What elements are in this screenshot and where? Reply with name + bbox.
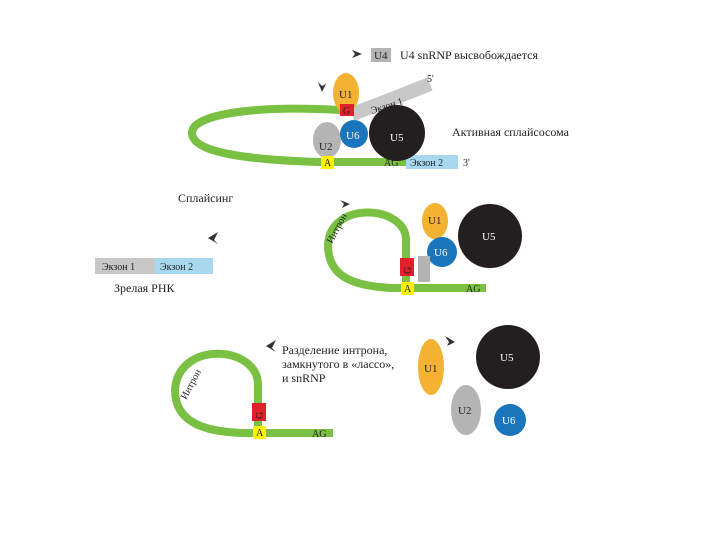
arrow-icon	[318, 82, 326, 92]
u1-label-mid: U1	[428, 215, 441, 227]
u6-snrnp	[340, 120, 368, 148]
u5-snrnp	[369, 105, 425, 161]
ag-label-mid: AG	[466, 284, 480, 295]
a-label: A	[324, 158, 332, 169]
a-branch-point-bottom	[253, 426, 266, 439]
g-marker-mid	[400, 258, 414, 276]
u4-release-label: U4 snRNP высвобождается	[400, 48, 538, 62]
ag-label-bottom: AG	[312, 429, 326, 440]
u6-snrnp-free	[494, 404, 526, 436]
lariat-release-group: Интрон G A AG Разделение интрона, замкну…	[170, 325, 540, 440]
u5-snrnp-free	[476, 325, 540, 389]
u1-snrnp	[333, 73, 359, 113]
ag-label: AG	[384, 158, 398, 169]
u1-label-free: U1	[424, 363, 437, 375]
separation-label-line3: и snRNP	[282, 371, 326, 385]
u2-label: U2	[319, 141, 332, 153]
u2-snrnp	[313, 122, 341, 158]
u5-label-mid: U5	[482, 231, 496, 243]
mature-rna-label: Зрелая РНК	[114, 281, 176, 295]
exon2-label: Экзон 2	[410, 158, 443, 169]
pre-mrna-loop	[188, 104, 408, 166]
mature-exon2-label: Экзон 2	[160, 262, 193, 273]
g-marker-bottom	[252, 403, 266, 421]
u5-label: U5	[390, 132, 404, 144]
u6-label: U6	[346, 130, 360, 142]
u2-block-mid	[418, 256, 430, 282]
five-prime-label: 5'	[427, 74, 434, 85]
u4-snrnp: U4	[371, 48, 391, 62]
u5-snrnp-mid	[458, 204, 522, 268]
splicing-label: Сплайсинг	[178, 191, 233, 205]
mature-exon1	[95, 258, 155, 274]
arrow-icon	[352, 50, 362, 58]
u2-label-free: U2	[458, 405, 471, 417]
splicing-group: Сплайсинг Экзон 1 Экзон 2 Зрелая РНК	[95, 191, 233, 295]
u1-label: U1	[339, 89, 352, 101]
lariat-spliceosome-group: Интрон U5 U1 U6 G A AG	[323, 200, 522, 295]
exon1-strand	[349, 77, 433, 121]
mature-exon1-label: Экзон 1	[102, 262, 135, 273]
arrow-icon	[208, 232, 218, 244]
separation-label-line2: замкнутого в «лассо»,	[282, 357, 394, 371]
a-label-mid: A	[404, 284, 412, 295]
active-spliceosome-label: Активная сплайсосома	[452, 125, 570, 139]
g-marker	[340, 104, 354, 116]
u6-label-mid: U6	[434, 247, 448, 259]
separation-label-line1: Разделение интрона,	[282, 343, 387, 357]
u6-snrnp-mid	[427, 237, 457, 267]
g-label-bottom: G	[255, 412, 266, 419]
three-prime-label: 3'	[463, 158, 470, 169]
u1-snrnp-free	[418, 339, 444, 395]
exon2-block	[406, 155, 458, 169]
intron-lariat	[323, 208, 486, 292]
intron-lariat-released	[170, 349, 333, 437]
u4-label: U4	[374, 50, 388, 62]
arrow-icon	[266, 340, 276, 352]
a-label-bottom: A	[256, 428, 264, 439]
g-label: G	[343, 106, 350, 117]
u6-label-free: U6	[502, 415, 516, 427]
g-label-mid: G	[403, 267, 414, 274]
u5-label-free: U5	[500, 352, 514, 364]
a-branch-point	[321, 156, 334, 169]
mature-exon2	[155, 258, 213, 274]
arrow-icon	[340, 200, 350, 208]
arrow-icon	[445, 336, 455, 346]
u1-snrnp-mid	[422, 203, 448, 239]
active-spliceosome-group: U4 U4 snRNP высвобождается Экзон 2 3' Эк…	[188, 48, 570, 169]
u2-snrnp-free	[451, 385, 481, 435]
a-branch-point-mid	[401, 282, 414, 295]
